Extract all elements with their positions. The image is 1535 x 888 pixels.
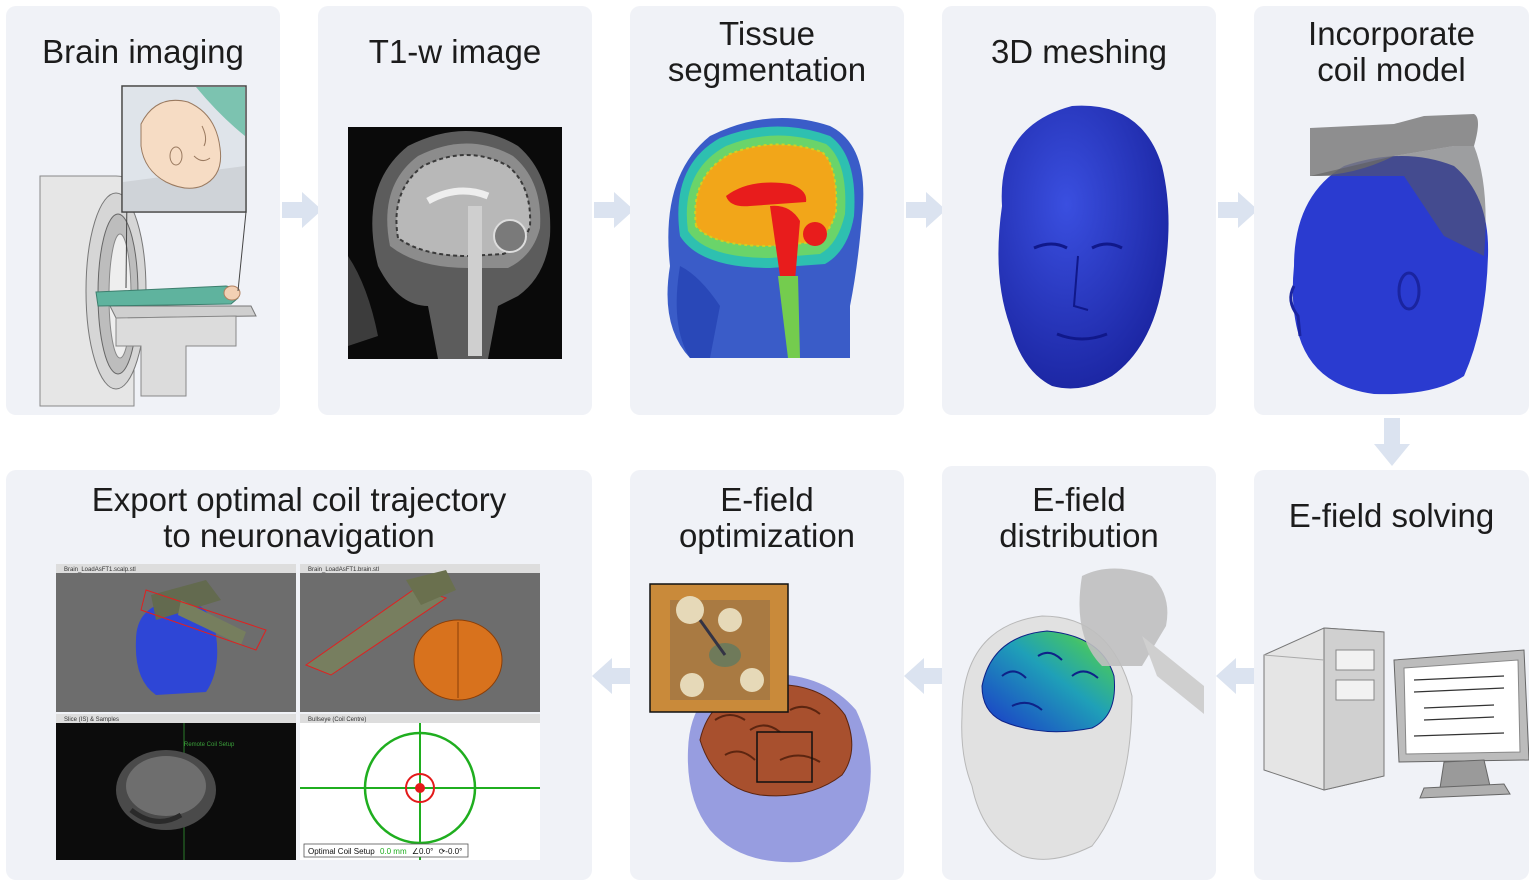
arrow-right-2 <box>594 192 634 228</box>
tab-brain-label: Brain_LoadAsFT1.brain.stl <box>308 567 379 573</box>
crosshair-label: Remote Coil Setup <box>184 742 235 748</box>
efield-optimization-image <box>649 583 871 863</box>
arrow-left-1 <box>592 658 632 694</box>
panel-title-tissue-segmentation: Tissue segmentation <box>667 15 867 88</box>
efield-distribution-image <box>961 568 1204 860</box>
t1w-mri-slice-image <box>348 127 562 359</box>
segmentation-image <box>667 118 864 358</box>
panel-3d-meshing: 3D meshing <box>942 6 1216 415</box>
panel-efield-solving: E-field solving <box>1254 470 1529 880</box>
panel-title-3d-meshing: 3D meshing <box>990 33 1168 70</box>
head-with-coil-image <box>1289 114 1489 395</box>
panel-t1w-image: T1-w image <box>318 6 592 415</box>
overlay-label: Optimal Coil Setup <box>308 847 375 856</box>
arrow-left-3 <box>1216 658 1256 694</box>
tab-slice-label: Slice (IS) & Samples <box>64 717 119 723</box>
panel-title-efield-distribution: E-field distribution <box>999 481 1159 554</box>
arrow-right-4 <box>1218 192 1258 228</box>
mri-scanner-illustration <box>39 85 257 407</box>
head-mesh-image <box>998 105 1169 389</box>
panel-title-efield-solving: E-field solving <box>1288 497 1495 534</box>
panel-title-export-trajectory: Export optimal coil trajectory to neuron… <box>91 481 507 554</box>
neuronavigation-screenshot: Brain_LoadAsFT1.scalp.stl Brain_LoadAsFT… <box>56 564 540 860</box>
panel-efield-distribution: E-field distribution <box>942 466 1216 880</box>
panel-title-efield-optimization: E-field optimization <box>678 481 856 554</box>
panel-coil-model: Incorporate coil model <box>1254 6 1529 415</box>
arrow-left-2 <box>904 658 944 694</box>
panel-export-trajectory: Export optimal coil trajectory to neuron… <box>6 470 592 880</box>
arrow-down <box>1374 418 1410 466</box>
svg-text:Optimal Coil Setup 0.0 m: Optimal Coil Setup 0.0 mm ∠0.0° ⟳-0.0° <box>308 847 462 856</box>
overlay-distance: 0.0 mm <box>380 847 407 856</box>
arrow-right-1 <box>282 192 322 228</box>
panel-efield-optimization: E-field optimization <box>630 470 904 880</box>
overlay-angle1: ∠0.0° <box>412 847 434 856</box>
panel-tissue-segmentation: Tissue segmentation <box>630 6 904 415</box>
panel-brain-imaging: Brain imaging <box>6 6 280 415</box>
panel-title-t1w-image: T1-w image <box>368 33 542 70</box>
overlay-angle2: ⟳-0.0° <box>439 847 463 856</box>
computer-illustration <box>1263 627 1529 799</box>
panel-title-coil-model: Incorporate coil model <box>1308 15 1475 88</box>
tab-scalp-label: Brain_LoadAsFT1.scalp.stl <box>64 567 136 573</box>
tab-bullseye-label: Bullseye (Coil Centre) <box>308 717 366 723</box>
arrow-right-3 <box>906 192 946 228</box>
panel-title-brain-imaging: Brain imaging <box>42 33 244 70</box>
